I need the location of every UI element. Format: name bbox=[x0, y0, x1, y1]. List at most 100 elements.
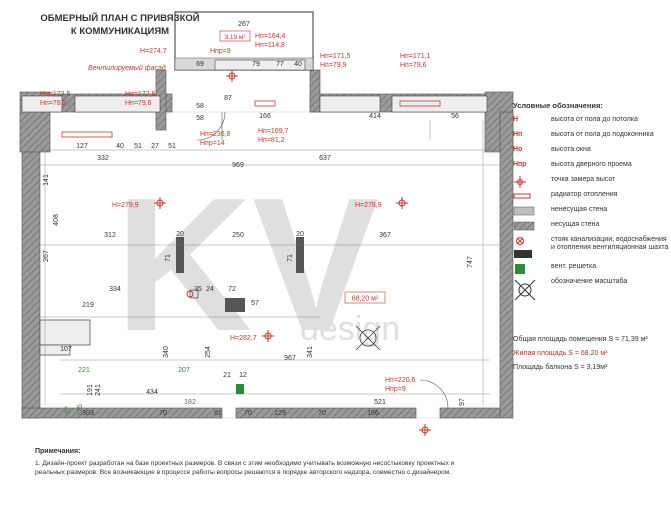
legend-label: высота от пола до подоконника bbox=[551, 131, 654, 138]
dim-b-9: 521 bbox=[374, 399, 386, 406]
dim-left-0: 141 bbox=[43, 174, 50, 186]
dim-c-2: 72 bbox=[228, 286, 236, 293]
dim-row1-1: 40 bbox=[116, 143, 124, 150]
dim-b-4: 12 bbox=[239, 372, 247, 379]
dim-b-2: 61 bbox=[214, 410, 222, 417]
h-door-bottom-0: Hп=220,6 bbox=[385, 377, 416, 384]
riser-legend-icon bbox=[513, 236, 532, 258]
balcony-area: 3,19 м² bbox=[224, 34, 246, 41]
h-w4-0: Hп=173,5 bbox=[40, 91, 71, 98]
dim-row2-1: 969 bbox=[232, 162, 244, 169]
h-wmid-0: Hп=169,7 bbox=[258, 128, 289, 135]
dim-b-3: 21 bbox=[223, 372, 231, 379]
dim-row1-10: 56 bbox=[451, 113, 459, 120]
dim-row1-5: 58 bbox=[196, 103, 204, 110]
ceiling-height-icon: H bbox=[513, 116, 519, 123]
legend-label: вент. решетка bbox=[551, 263, 597, 270]
legend-label: стояк канализации, водоснабжения и отопл… bbox=[551, 236, 669, 251]
windows bbox=[21, 59, 488, 113]
measure-point-icon bbox=[513, 176, 531, 188]
partitions bbox=[39, 289, 199, 356]
dim-left-2: 267 bbox=[43, 250, 50, 262]
dim-b-13: 241 bbox=[95, 384, 102, 396]
h-w2-0: Hп=171,5 bbox=[320, 53, 351, 60]
legend-item: обозначение масштаба bbox=[513, 277, 669, 304]
dim-mid-3: 20 bbox=[296, 231, 304, 238]
nonbearing-wall-icon bbox=[513, 206, 535, 217]
radiator-icon bbox=[513, 191, 531, 202]
dim-b-15: 207 bbox=[178, 367, 190, 374]
dim-top-0: 267 bbox=[238, 21, 250, 28]
dim-mid-4: 367 bbox=[379, 232, 391, 239]
h-w4-1: Hп=78,2 bbox=[40, 100, 67, 107]
doors bbox=[196, 111, 449, 409]
facade-label: Вентилируемый фасад bbox=[88, 64, 166, 72]
notes-header: Примечания: bbox=[35, 448, 81, 455]
dim-b-14: 221 bbox=[78, 367, 90, 374]
h-w1-1: Hп=114,8 bbox=[255, 42, 285, 49]
h-w5-1: Hп=79,6 bbox=[125, 100, 152, 107]
dim-row1-3: 27 bbox=[151, 143, 159, 150]
legend-label: точка замера высот bbox=[551, 176, 616, 183]
dim-b-5: 70 bbox=[244, 410, 252, 417]
dim-left-1: 408 bbox=[53, 214, 60, 226]
h-wmid-1: Hп=81,2 bbox=[258, 137, 285, 144]
dim-row2-2: 637 bbox=[319, 155, 331, 162]
dim-b-16: 57 bbox=[65, 406, 72, 414]
dim-row1-2: 51 bbox=[134, 143, 142, 150]
scale-legend-icon bbox=[513, 278, 536, 301]
dim-b-0: 303 bbox=[82, 410, 94, 417]
dim-b-6: 129 bbox=[274, 410, 286, 417]
legend-label: ненесущая стена bbox=[551, 206, 608, 213]
title-line-1: ОБМЕРНЫЙ ПЛАН С ПРИВЯЗКОЙ bbox=[40, 13, 200, 24]
balcony-area-box bbox=[219, 30, 251, 42]
h-w5-0: Hп=172,6 bbox=[125, 91, 156, 98]
dim-c-9: 967 bbox=[284, 355, 296, 362]
legend-item: стояк канализации, водоснабжения и отопл… bbox=[513, 235, 669, 262]
dim-c-1: 24 bbox=[206, 286, 214, 293]
h-door-mid-1: Hпр=14 bbox=[200, 140, 225, 147]
dimension-lines bbox=[40, 120, 500, 405]
radiators bbox=[61, 100, 441, 138]
dim-c-10: 341 bbox=[307, 346, 314, 358]
svg-text:design: design bbox=[300, 310, 400, 348]
pillars bbox=[176, 237, 304, 312]
legend-header: Условные обозначения: bbox=[513, 101, 603, 110]
svg-text:KV: KV bbox=[115, 159, 379, 371]
scale-icon bbox=[355, 325, 381, 351]
watermark: KV design bbox=[115, 159, 400, 371]
page-title: ОБМЕРНЫЙ ПЛАН С ПРИВЯЗКОЙ К КОММУНИКАЦИЯ… bbox=[40, 12, 200, 38]
h-right: H=278,9 bbox=[355, 202, 382, 209]
dim-top-3: 77 bbox=[276, 61, 284, 68]
dim-mid-1: 20 bbox=[176, 231, 184, 238]
dim-c-0: 35 bbox=[194, 286, 202, 293]
area-summary: Общая площадь помещения S = 71,39 м² Жил… bbox=[513, 333, 648, 375]
dim-b-11: 434 bbox=[146, 389, 158, 396]
dim-b-10: 182 bbox=[184, 399, 196, 406]
room-area: 68,20 м² bbox=[352, 296, 379, 303]
dim-top-4: 40 bbox=[294, 61, 302, 68]
living-area: Жилая площадь S = 68,20 м² bbox=[513, 350, 608, 357]
sill-height-icon: Hп bbox=[513, 131, 523, 138]
legend-item: радиатор отопления bbox=[513, 190, 669, 205]
dim-right-0: 747 bbox=[467, 256, 474, 268]
dim-mid-6: 71 bbox=[287, 254, 294, 262]
balcony-area-total: Площадь балкона S = 3,19м² bbox=[513, 364, 608, 371]
legend-item: несущая стена bbox=[513, 220, 669, 235]
window-height-icon: Hо bbox=[513, 146, 523, 153]
legend-item: Hп высота от пола до подоконника bbox=[513, 130, 669, 145]
measure-points bbox=[154, 70, 431, 436]
h-w3-1: Hп=79,6 bbox=[400, 62, 427, 69]
dim-top-1: 69 bbox=[196, 61, 204, 68]
dim-b-12: 191 bbox=[87, 384, 94, 396]
h-ceiling-balcony: H=274,7 bbox=[140, 48, 167, 55]
dim-c-8: 254 bbox=[205, 346, 212, 358]
door-height-icon: Hпр bbox=[513, 161, 527, 168]
dim-top-2: 79 bbox=[252, 61, 260, 68]
h-door-bottom-1: Hпр=9 bbox=[385, 386, 406, 393]
dim-c-6: 107 bbox=[60, 346, 72, 353]
